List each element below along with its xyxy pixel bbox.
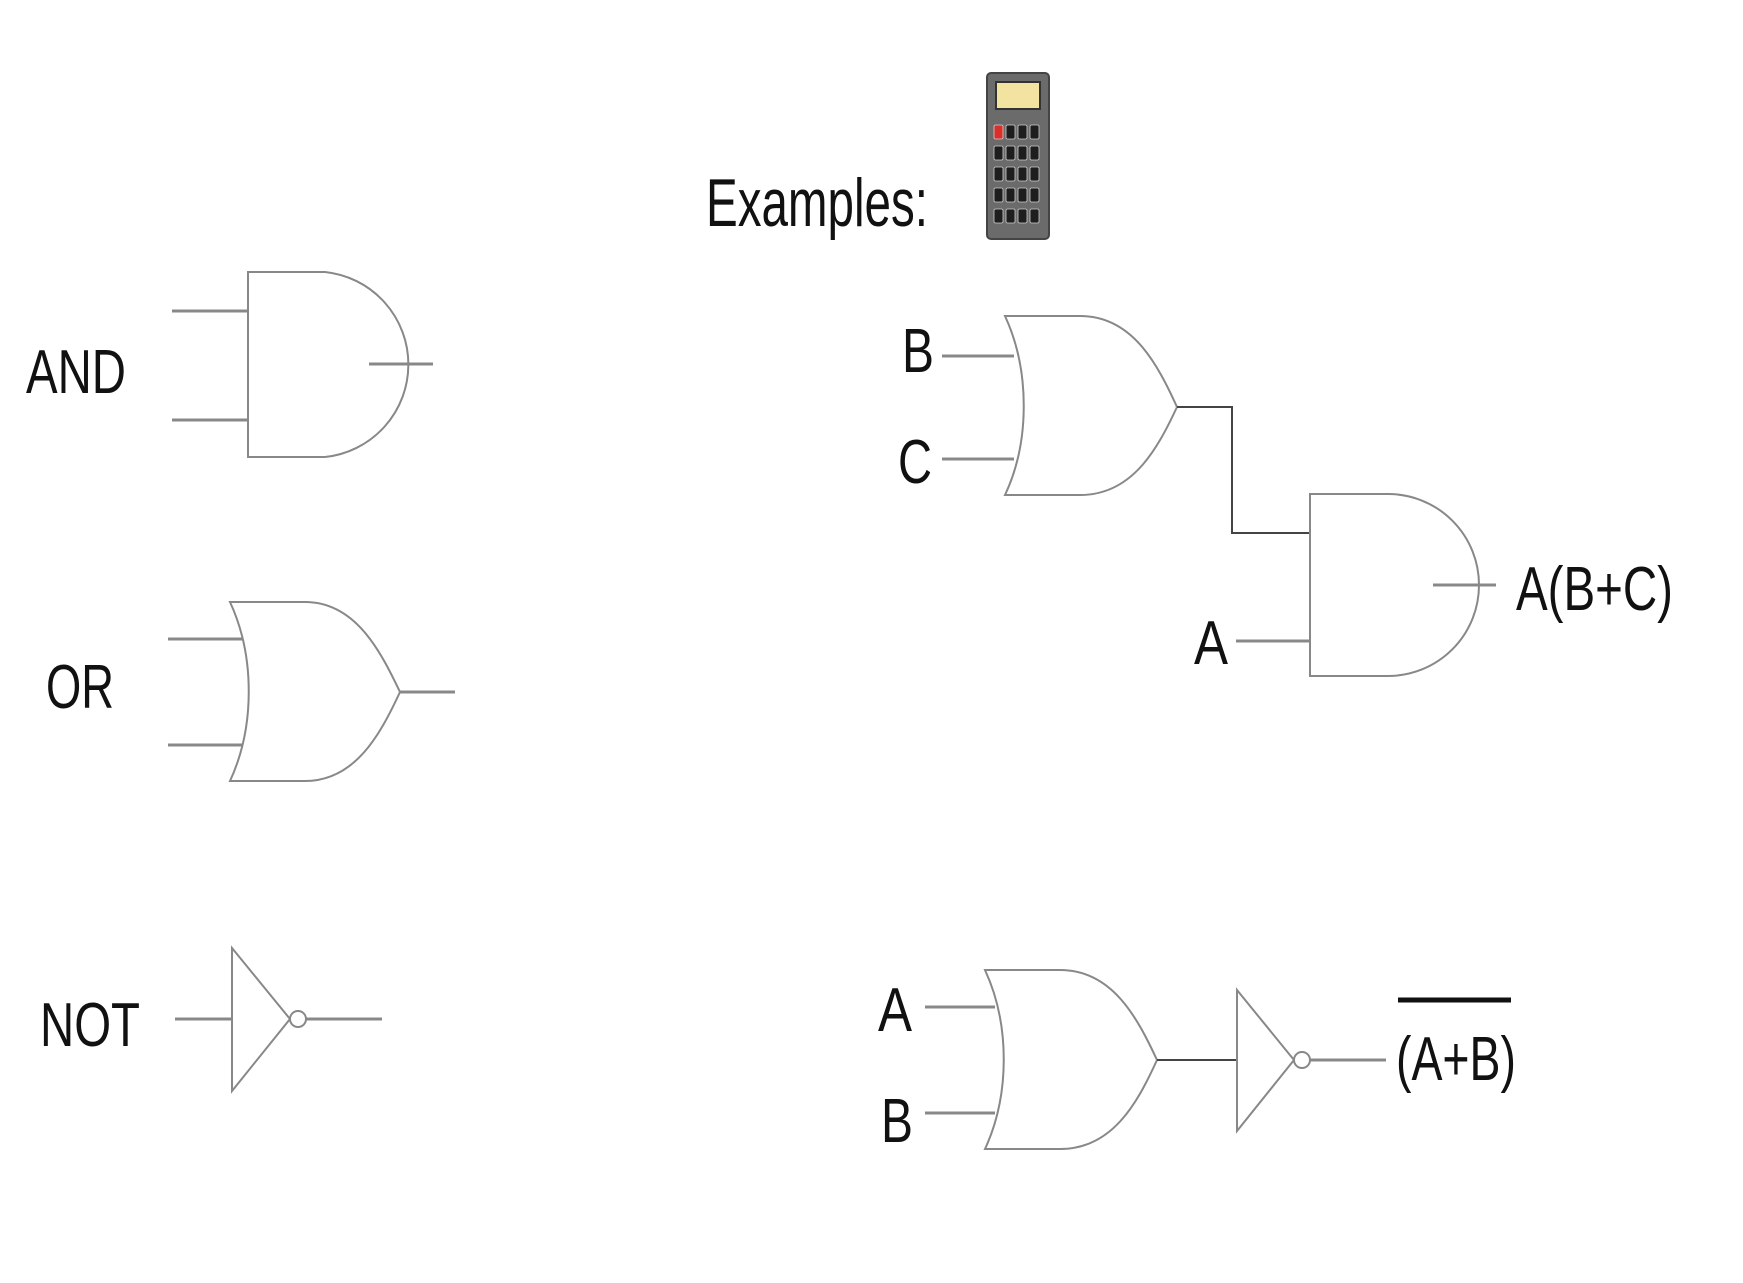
- example1-output-label: A(B+C): [1516, 555, 1673, 624]
- not-label: NOT: [40, 991, 140, 1060]
- calculator-key: [1005, 145, 1016, 161]
- calculator-key: [1017, 124, 1028, 140]
- and-gate-legend: AND: [26, 271, 433, 458]
- example2-input-b: B: [881, 1087, 913, 1156]
- calculator-key: [1029, 208, 1040, 224]
- calculator-key: [1029, 124, 1040, 140]
- and-label: AND: [26, 338, 126, 407]
- calculator-key: [993, 208, 1004, 224]
- example2-not-triangle: [1236, 987, 1296, 1134]
- calculator-icon: [986, 72, 1050, 240]
- not-gate-triangle: [231, 945, 292, 1094]
- calculator-key: [1017, 166, 1028, 182]
- example-1-circuit: B C A A(B+C): [898, 315, 1673, 678]
- calculator-key: [993, 145, 1004, 161]
- example1-or-gate: [1003, 315, 1179, 496]
- calculator-key: [1017, 145, 1028, 161]
- calculator-key: [1005, 166, 1016, 182]
- example-2-circuit: A B (A+B): [878, 969, 1516, 1156]
- calculator-key: [1005, 187, 1016, 203]
- example2-output-label: (A+B): [1396, 1025, 1516, 1094]
- not-gate-legend: NOT: [40, 945, 382, 1094]
- or-gate-legend: OR: [46, 601, 455, 782]
- calculator-key: [1005, 208, 1016, 224]
- example1-input-a: A: [1194, 609, 1229, 678]
- calculator-keys: [993, 124, 1040, 224]
- or-gate-symbol: [228, 601, 402, 782]
- examples-title: Examples:: [706, 165, 928, 241]
- calculator-screen: [995, 81, 1041, 110]
- example1-input-b: B: [902, 317, 934, 386]
- example1-wire-or-to-and: [1177, 406, 1310, 534]
- calculator-key: [1017, 208, 1028, 224]
- and-gate-symbol: [247, 271, 410, 458]
- example2-or-gate: [983, 969, 1159, 1150]
- example2-input-a: A: [878, 976, 913, 1045]
- calculator-key: [1005, 124, 1016, 140]
- calculator-key: [993, 124, 1004, 140]
- or-label: OR: [46, 653, 114, 722]
- calculator-key: [1029, 166, 1040, 182]
- example2-not-bubble: [1293, 1051, 1311, 1069]
- calculator-key: [1029, 145, 1040, 161]
- example1-and-gate: [1309, 493, 1480, 677]
- calculator-key: [993, 166, 1004, 182]
- not-gate-bubble: [289, 1010, 307, 1028]
- examples-header: Examples:: [706, 72, 1050, 241]
- calculator-key: [1017, 187, 1028, 203]
- calculator-key: [993, 187, 1004, 203]
- example1-input-c: C: [898, 428, 932, 497]
- calculator-key: [1029, 187, 1040, 203]
